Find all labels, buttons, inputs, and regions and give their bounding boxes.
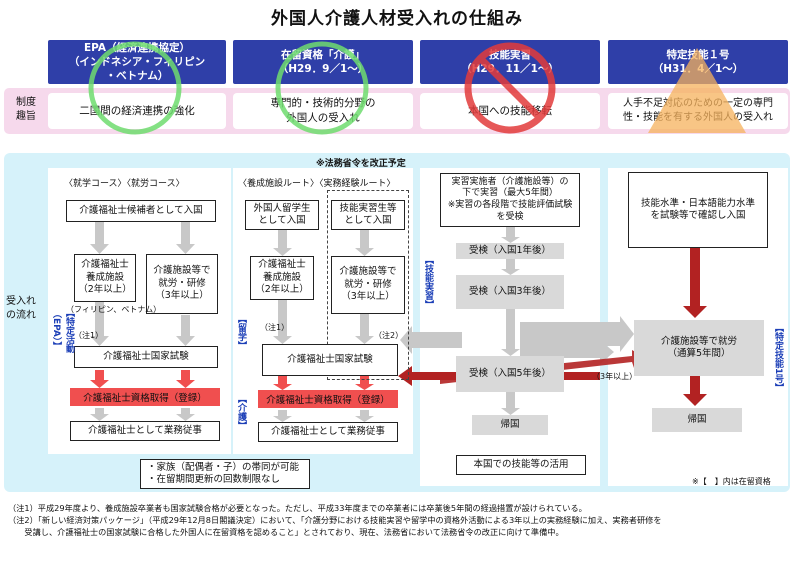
ginou-home-use-text: 本国での技能等の活用 (473, 458, 569, 470)
tokutei-work-line1: 介護施設等で就労 (660, 335, 737, 347)
epa-school-line1: 介護福祉士 (81, 259, 129, 271)
kaigo-student-line2: として入国 (258, 215, 306, 226)
epa-school-line3: （2年以上） (78, 284, 132, 296)
kaigo-work-line1: 介護施設等で (339, 266, 397, 278)
kaigo-ryugaku-label: 【留学】 (236, 314, 246, 350)
ginou-entry-box: 実習実施者（介護施設等）の 下で実習（最大5年間） ※実習の各段階で技能評価試験… (440, 173, 580, 227)
epa-countries: （フィリピン、ベトナム） (66, 305, 162, 314)
kaigo-qualify-box: 介護福祉士資格取得（登録） (258, 390, 398, 408)
kaigo-trainee-line2: として入国 (344, 215, 392, 226)
page-title: 外国人介護人材受入れの仕組み (271, 9, 523, 29)
kaigo-exam-text: 介護福祉士国家試験 (287, 353, 373, 365)
epa-candidate-text: 介護福祉士候補者として入国 (79, 204, 203, 216)
epa-workas-box: 介護福祉士として業務従事 (70, 421, 220, 441)
family-line2: ・在留期間更新の回数制限なし (147, 474, 281, 485)
purpose-label-line1: 制度 (16, 97, 36, 108)
ginou-entry-line3: ※実習の各段階で技能評価試験 (447, 200, 573, 210)
kaigo-note2: （注2） (374, 331, 404, 340)
footnote-2-cont: 受講し、介護福祉士の国家試験に合格した外国人に在留資格を認めること」とされており… (8, 526, 564, 537)
purpose-label: 制度 趣旨 (6, 96, 46, 124)
flow-label-line2: の流れ (6, 310, 36, 321)
tokutei-check-line1: 技能水準・日本語能力水準 (640, 197, 755, 209)
family-box: ・家族（配偶者・子）の帯同が可能 ・在留期間更新の回数制限なし (140, 459, 310, 489)
ginou-side-label: 【技能実習】 (423, 255, 433, 309)
epa-side-label: 【特定活動（EPA）】 (51, 307, 74, 353)
footnote-2: （注2）「新しい経済対策パッケージ」（平成29年12月8日閣議決定）において、「… (8, 514, 662, 525)
tokutei-side-label: 【特定技能1号】 (773, 323, 783, 393)
epa-workas-text: 介護福祉士として業務従事 (88, 424, 202, 436)
kaigo-workas-box: 介護福祉士として業務従事 (258, 422, 398, 442)
epa-exam-text: 介護福祉士国家試験 (103, 350, 189, 362)
tokutei-three-years: （3年以上） (592, 372, 638, 381)
family-line1: ・家族（配偶者・子）の帯同が可能 (147, 461, 300, 473)
kaigo-school-line2: 養成施設 (262, 271, 301, 283)
ginou-exam1-box: 受検（入国1年後） (456, 243, 564, 259)
footnote-1: （注1）平成29年度より、養成施設卒業者も国家試験合格が必要となった。ただし、平… (8, 503, 587, 513)
flow-label-line1: 受入れ (6, 296, 36, 307)
epa-note1: （注1） (74, 331, 104, 340)
kaigo-trainee-box: 技能実習生等 として入国 (331, 200, 405, 230)
epa-exam-box: 介護福祉士国家試験 (74, 346, 218, 368)
kaigo-student-box: 外国人留学生 として入国 (245, 200, 319, 230)
kaigo-kaigo-label: 【介護】 (236, 394, 246, 430)
ordinance-note: ※法務省令を改正予定 (316, 159, 406, 169)
ginou-entry-line2: 下で実習（最大5年間） (462, 188, 558, 199)
kaigo-school-line3: （2年以上） (255, 284, 309, 296)
ginou-entry-line4: を受検 (496, 211, 524, 222)
epa-work-box: 介護施設等で 就労・研修 （3年以上） (146, 254, 218, 314)
ginou-return-box: 帰国 (472, 415, 548, 435)
kaigo-school-box: 介護福祉士 養成施設 （2年以上） (250, 256, 314, 300)
kaigo-note1: （注1） (260, 323, 290, 332)
kaigo-trainee-line1: 技能実習生等 (339, 202, 397, 214)
kaigo-exam-box: 介護福祉士国家試験 (262, 344, 398, 376)
kaigo-experience-route-frame (327, 190, 409, 380)
kaigo-student-line1: 外国人留学生 (253, 202, 311, 214)
tokutei-check-box: 技能水準・日本語能力水準 を試験等で確認し入国 (628, 172, 768, 248)
kaigo-work-line2: 就労・研修 (344, 278, 392, 290)
footnotes: （注1）平成29年度より、養成施設卒業者も国家試験合格が必要となった。ただし、平… (8, 503, 788, 539)
epa-school-line2: 養成施設 (85, 271, 124, 283)
ginou-exam5-box: 受検（入国5年後） (456, 356, 564, 392)
epa-work-line3: （3年以上） (155, 290, 209, 302)
tokutei-work-box: 介護施設等で就労 （通算5年間） (634, 320, 764, 376)
epa-qualify-box: 介護福祉士資格取得（登録） (70, 388, 220, 406)
kaigo-workas-text: 介護福祉士として業務従事 (271, 425, 385, 437)
ginou-entry-line1: 実習実施者（介護施設等）の (451, 176, 569, 187)
flow-label: 受入れ の流れ (6, 295, 36, 323)
kaigo-work-box: 介護施設等で 就労・研修 （3年以上） (331, 256, 405, 314)
ginou-exam3-box: 受検（入国3年後） (456, 275, 564, 309)
kaigo-routes: 〈養成施設ルート〉〈実務経験ルート〉 (238, 179, 396, 189)
kaigo-work-line3: （3年以上） (341, 291, 395, 303)
tokutei-work-line2: （通算5年間） (667, 348, 731, 359)
epa-work-line2: 就労・研修 (158, 277, 206, 289)
tokutei-return-box: 帰国 (652, 408, 742, 432)
purpose-label-line2: 趣旨 (16, 111, 36, 122)
status-legend: ※【 】内は在留資格 (692, 477, 771, 486)
epa-work-line1: 介護施設等で (153, 265, 211, 277)
tokutei-check-line2: を試験等で確認し入国 (650, 210, 746, 221)
ginou-home-use-box: 本国での技能等の活用 (456, 455, 586, 475)
epa-courses: 〈就学コース〉〈就労コース〉 (64, 179, 185, 189)
kaigo-school-line1: 介護福祉士 (258, 259, 306, 271)
epa-candidate-box: 介護福祉士候補者として入国 (66, 200, 216, 222)
epa-school-box: 介護福祉士 養成施設 （2年以上） (74, 254, 136, 302)
